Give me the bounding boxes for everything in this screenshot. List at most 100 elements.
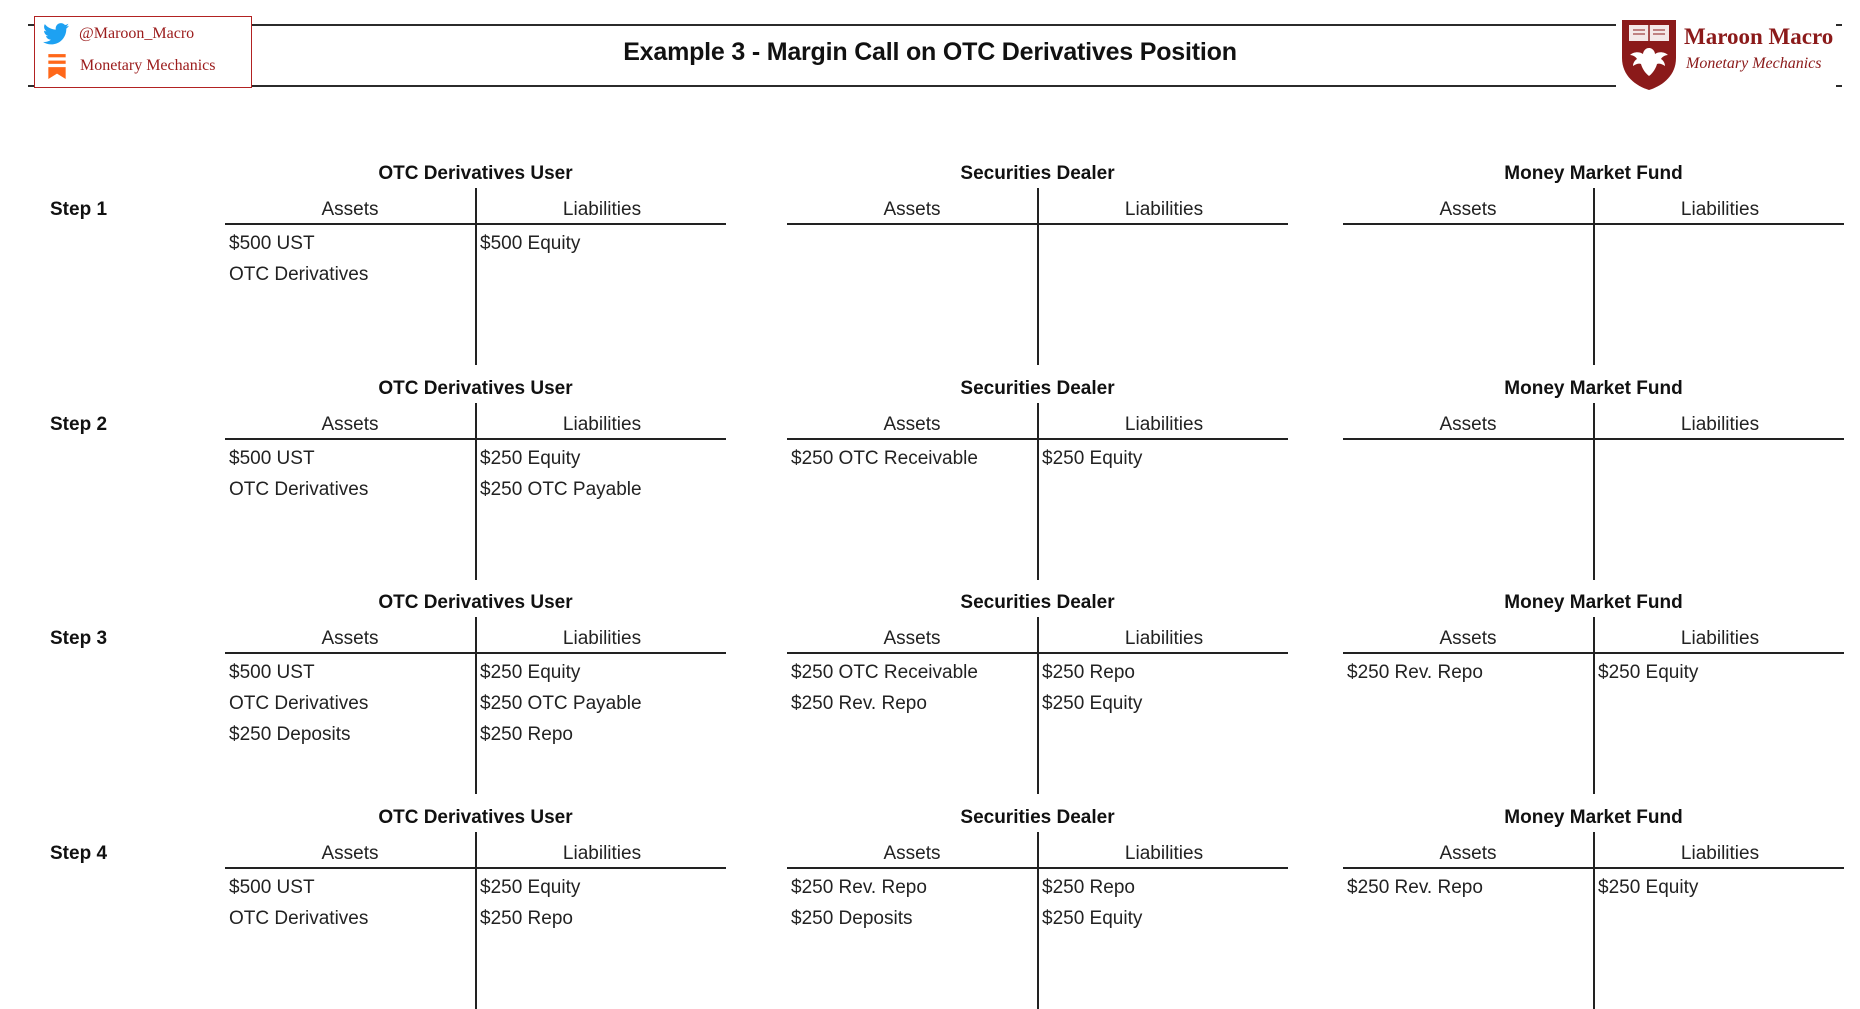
brand-title: Maroon Macro	[1684, 24, 1834, 49]
liability-entry: $250 Equity	[1042, 907, 1143, 929]
entity-title: Money Market Fund	[1504, 806, 1683, 828]
t-account-horizontal-rule	[787, 866, 1288, 869]
asset-entry: OTC Derivatives	[229, 264, 369, 285]
t-account-vertical-rule	[1593, 402, 1595, 580]
asset-entry: $250 Rev. Repo	[1347, 662, 1483, 683]
twitter-handle: @Maroon_Macro	[79, 25, 195, 42]
liability-entry: $250 Equity	[1598, 662, 1699, 683]
t-account-horizontal-rule	[1343, 652, 1844, 654]
twitter-handle-row[interactable]: @Maroon_Macro	[43, 23, 194, 45]
header-bottom-rule	[28, 85, 1616, 87]
t-account-horizontal-rule	[787, 223, 1288, 225]
asset-entry: $250 OTC Receivable	[791, 662, 978, 683]
asset-entry: $250 Rev. Repo	[791, 876, 927, 898]
t-account-vertical-rule	[475, 617, 477, 794]
liability-entry: $250 Repo	[480, 907, 573, 929]
liabilities-column: $250 Repo$250 Equity	[1042, 657, 1287, 719]
liability-entry: $250 Repo	[1042, 662, 1135, 683]
assets-column: $250 Rev. Repo$250 Deposits	[791, 872, 1036, 934]
asset-entry: $500 UST	[229, 876, 315, 898]
t-account-horizontal-rule	[225, 866, 726, 869]
step-label: Step 3	[50, 628, 108, 649]
asset-entry: OTC Derivatives	[229, 693, 369, 714]
entity-title: OTC Derivatives User	[378, 163, 573, 184]
asset-entry: $250 Rev. Repo	[1347, 876, 1483, 898]
assets-header: Assets	[883, 842, 941, 864]
step-label: Step 2	[50, 413, 108, 435]
liability-entry: $250 Equity	[1042, 447, 1143, 469]
asset-entry: $250 Rev. Repo	[791, 693, 927, 714]
liability-entry: $250 OTC Payable	[480, 693, 642, 714]
liabilities-header: Liabilities	[562, 413, 642, 435]
assets-column: $250 OTC Receivable $250 Rev. Repo	[791, 657, 1036, 719]
liabilities-header: Liabilities	[562, 628, 642, 649]
liabilities-header: Liabilities	[1124, 413, 1204, 435]
page-title: Example 3 - Margin Call on OTC Derivativ…	[623, 38, 1237, 66]
liabilities-header: Liabilities	[1124, 199, 1204, 220]
assets-header: Assets	[1439, 842, 1497, 864]
liabilities-column: $250 Equity	[1042, 443, 1287, 474]
assets-header: Assets	[321, 842, 379, 864]
t-account-vertical-rule	[475, 402, 477, 580]
entity-title: Securities Dealer	[960, 377, 1115, 399]
liability-entry: $250 Equity	[480, 447, 581, 469]
entity-title: OTC Derivatives User	[378, 377, 573, 399]
social-badge: @Maroon_Macro Monetary Mechanics	[34, 16, 252, 88]
t-account-horizontal-rule	[787, 652, 1288, 654]
t-account-horizontal-rule	[225, 652, 726, 654]
t-account-vertical-rule	[475, 188, 477, 365]
substack-bookmark-icon	[48, 54, 66, 79]
asset-entry: $500 UST	[229, 447, 315, 469]
header-bottom-dash	[1836, 85, 1842, 87]
assets-header: Assets	[1439, 413, 1497, 435]
assets-header: Assets	[321, 413, 379, 435]
entity-title: Money Market Fund	[1504, 163, 1683, 184]
header-top-rule	[28, 24, 1616, 26]
assets-column: $500 UST OTC Derivatives	[229, 228, 474, 290]
entity-title: Securities Dealer	[960, 163, 1115, 184]
t-account-horizontal-rule	[787, 437, 1288, 440]
assets-column: $250 Rev. Repo	[1347, 872, 1592, 903]
liabilities-header: Liabilities	[1124, 628, 1204, 649]
assets-header: Assets	[321, 199, 379, 220]
t-account-horizontal-rule	[1343, 223, 1844, 225]
liability-entry: $250 Equity	[480, 876, 581, 898]
liabilities-header: Liabilities	[1680, 628, 1760, 649]
assets-header: Assets	[883, 413, 941, 435]
newsletter-row[interactable]: Monetary Mechanics	[43, 53, 216, 79]
asset-entry: $250 Deposits	[229, 724, 351, 745]
asset-entry: $500 UST	[229, 233, 315, 254]
asset-entry: OTC Derivatives	[229, 478, 369, 500]
liability-entry: $500 Equity	[480, 233, 581, 254]
entity-title: Money Market Fund	[1504, 377, 1683, 399]
t-account-vertical-rule	[1593, 188, 1595, 365]
step-label: Step 1	[50, 199, 108, 220]
t-account-horizontal-rule	[1343, 437, 1844, 440]
university-shield-crest-icon	[1622, 20, 1676, 90]
liabilities-header: Liabilities	[1680, 842, 1760, 864]
t-account-vertical-rule	[1037, 188, 1039, 365]
entity-title: Securities Dealer	[960, 592, 1115, 613]
assets-header: Assets	[883, 199, 941, 220]
t-account-vertical-rule	[1593, 831, 1595, 1009]
asset-entry: $500 UST	[229, 662, 315, 683]
entity-title: OTC Derivatives User	[378, 806, 573, 828]
liabilities-column: $500 Equity	[480, 228, 725, 259]
assets-column: $250 Rev. Repo	[1347, 657, 1592, 688]
newsletter-name: Monetary Mechanics	[80, 57, 216, 74]
liabilities-column: $250 Equity$250 OTC Payable	[480, 443, 725, 505]
t-account-horizontal-rule	[225, 437, 726, 440]
liability-entry: $250 Equity	[480, 662, 581, 683]
liabilities-column: $250 Equity	[1598, 872, 1843, 903]
